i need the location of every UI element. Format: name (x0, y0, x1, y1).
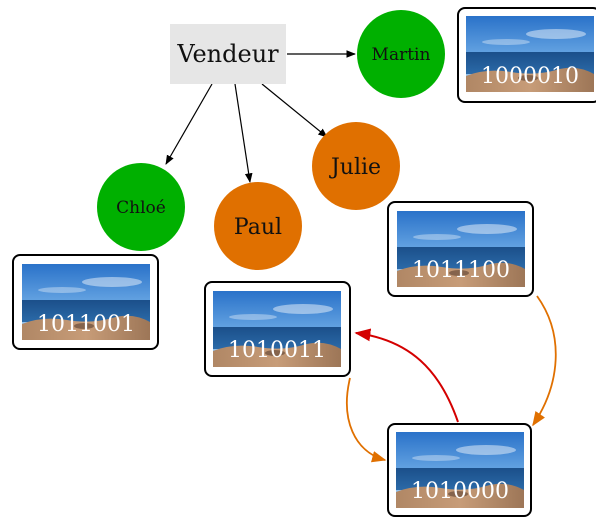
node-vendeur: Vendeur (170, 24, 286, 84)
card-1010011: 1010011 (204, 281, 351, 377)
node-chloe-label: Chloé (116, 198, 166, 218)
node-paul-circle (214, 182, 302, 270)
node-martin-label: Martin (372, 45, 431, 65)
card-code: 1011001 (37, 312, 135, 337)
card-code: 1010000 (411, 479, 509, 504)
node-vendeur-box (170, 24, 286, 84)
edge-vendeur-chloe (165, 83, 213, 165)
edge-vendeur-julie (261, 83, 328, 138)
card-code: 1010011 (228, 338, 326, 363)
node-paul-label: Paul (234, 215, 282, 240)
node-chloe: Chloé (97, 163, 185, 251)
card-1010000: 1010000 (387, 423, 532, 517)
card-1000010: 1000010 (457, 7, 596, 103)
node-julie-circle (312, 122, 400, 210)
node-martin: Martin (357, 10, 445, 98)
node-martin-circle (357, 10, 445, 98)
node-paul: Paul (214, 182, 302, 270)
card-code: 1011100 (412, 258, 510, 283)
node-vendeur-label: Vendeur (176, 40, 279, 68)
node-julie: Julie (312, 122, 400, 210)
arrow-1010000-to-1010011 (354, 328, 459, 423)
arrow-1011100-to-1010000 (532, 295, 557, 427)
card-code: 1000010 (481, 64, 579, 89)
edge-vendeur-paul (234, 83, 253, 183)
arrow-1010011-to-1010000 (346, 377, 387, 463)
node-chloe-circle (97, 163, 185, 251)
card-1011001: 1011001 (12, 254, 159, 350)
card-1011100: 1011100 (387, 201, 534, 297)
edges (165, 50, 356, 183)
node-julie-label: Julie (329, 155, 381, 180)
